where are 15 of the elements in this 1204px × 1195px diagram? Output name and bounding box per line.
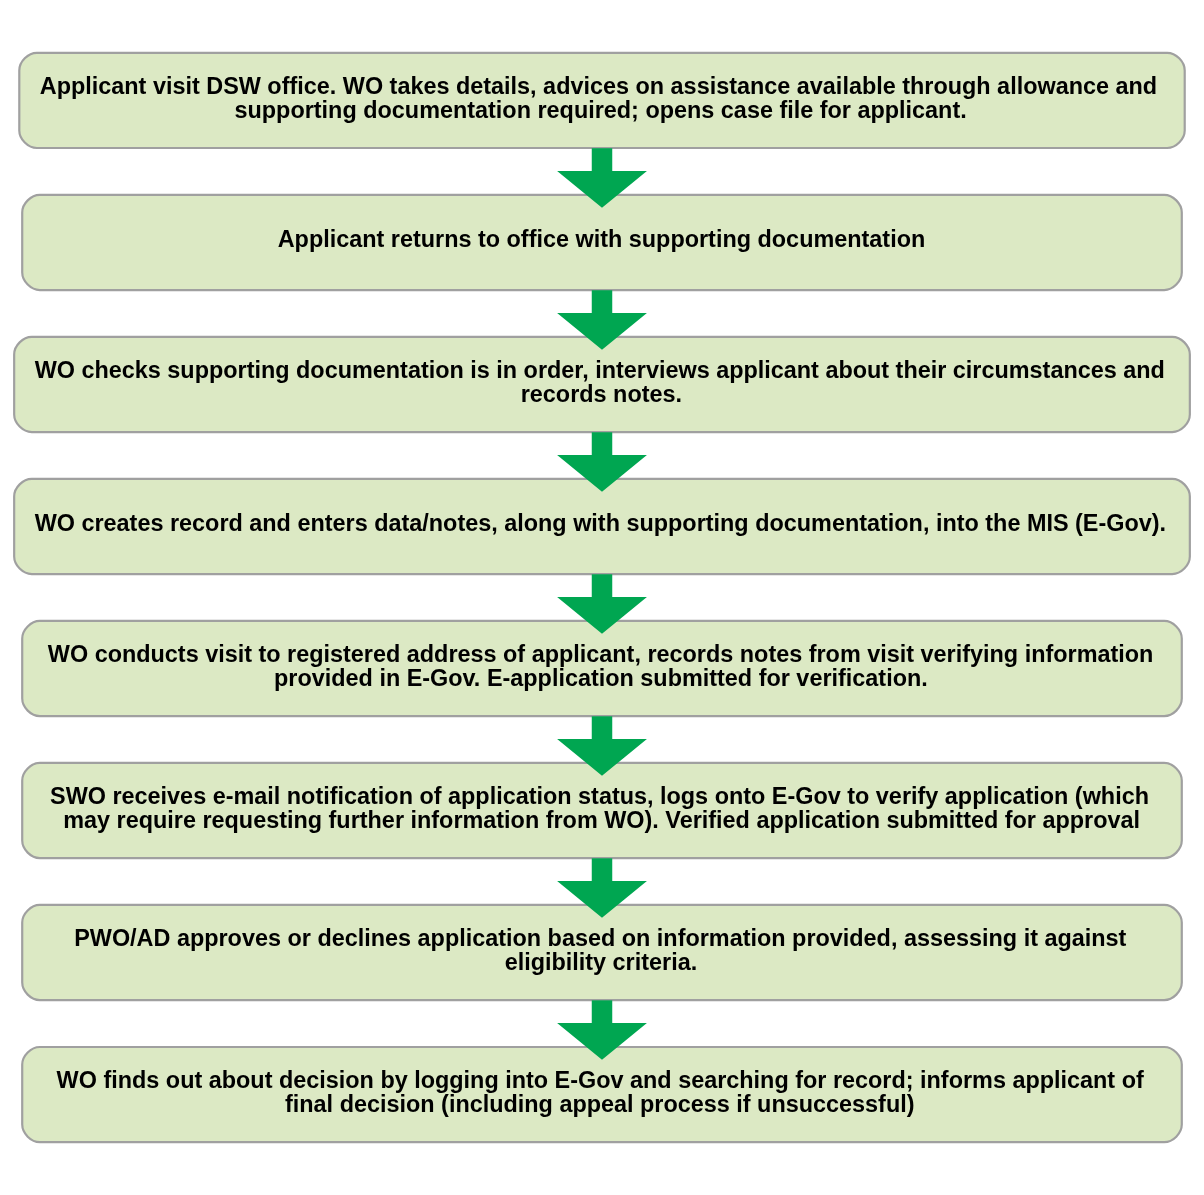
node-box: WO checks supporting documentation is in order, interviews applicant about their circumstances and records notes. [13, 335, 1191, 434]
arrow [557, 574, 647, 634]
node-box: SWO receives e-mail notification of application status, logs onto E-Gov to verify application (which may require requesting further information from WO). Verified application submitted for approval [21, 761, 1183, 860]
node-box: PWO/AD approves or declines application based on information provided, assessing it against eligibility criteria. [21, 903, 1183, 1002]
arrow [557, 148, 647, 208]
arrow [557, 858, 647, 918]
node-box: WO finds out about decision by logging into E-Gov and searching for record; informs applicant of final decision (including appeal process if unsuccessful) [21, 1045, 1183, 1144]
arrow [557, 432, 647, 492]
node-box: WO conducts visit to registered address of applicant, records notes from visit verifying information provided in E-Gov. E-application submitted for verification. [21, 619, 1183, 718]
node-box: WO creates record and enters data/notes, along with supporting documentation, into the MIS (E-Gov). [13, 477, 1191, 576]
arrow [557, 716, 647, 776]
node-box: Applicant returns to office with supporting documentation [21, 193, 1183, 292]
arrow [557, 1000, 647, 1060]
arrow [557, 290, 647, 350]
node-box: Applicant visit DSW office. WO takes details, advices on assistance available through allowance and supporting documentation required; opens case file for applicant. [18, 51, 1186, 150]
